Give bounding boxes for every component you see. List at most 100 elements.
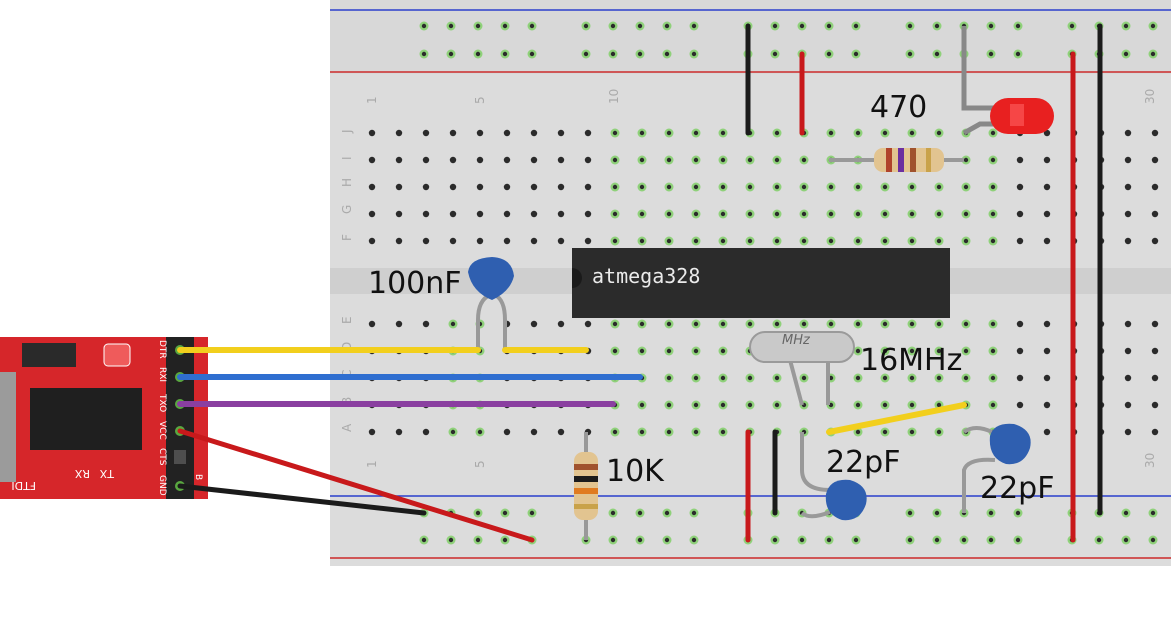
breadboard-hole[interactable] <box>1043 183 1051 191</box>
capacitor-22pf-b[interactable] <box>962 423 1031 513</box>
breadboard-hole[interactable] <box>557 428 565 436</box>
breadboard-hole[interactable] <box>1043 156 1051 164</box>
breadboard-hole[interactable] <box>1043 374 1051 382</box>
black-gnd-wire[interactable] <box>177 483 427 516</box>
breadboard-hole[interactable] <box>1124 210 1132 218</box>
breadboard-hole[interactable] <box>1124 129 1132 137</box>
breadboard-hole[interactable] <box>368 129 376 137</box>
breadboard-hole[interactable] <box>1124 156 1132 164</box>
breadboard-hole[interactable] <box>557 320 565 328</box>
breadboard-hole[interactable] <box>1151 374 1159 382</box>
breadboard-hole[interactable] <box>530 237 538 245</box>
ftdi-board[interactable]: DTR RXI TXO VCC CTS GND B FTDI TX RX <box>0 337 208 499</box>
breadboard-hole[interactable] <box>1124 401 1132 409</box>
breadboard-hole[interactable] <box>1124 183 1132 191</box>
breadboard-hole[interactable] <box>422 237 430 245</box>
breadboard-hole[interactable] <box>476 210 484 218</box>
breadboard-hole[interactable] <box>1124 374 1132 382</box>
breadboard-hole[interactable] <box>395 129 403 137</box>
breadboard-hole[interactable] <box>503 210 511 218</box>
breadboard-hole[interactable] <box>503 129 511 137</box>
breadboard-hole[interactable] <box>530 428 538 436</box>
breadboard-hole[interactable] <box>530 320 538 328</box>
breadboard-hole[interactable] <box>368 320 376 328</box>
breadboard-hole[interactable] <box>584 210 592 218</box>
yellow-crystal-wire[interactable] <box>826 402 967 435</box>
breadboard-hole[interactable] <box>422 320 430 328</box>
breadboard-hole[interactable] <box>1016 374 1024 382</box>
breadboard-hole[interactable] <box>368 210 376 218</box>
breadboard-hole[interactable] <box>503 428 511 436</box>
breadboard-hole[interactable] <box>530 156 538 164</box>
breadboard-hole[interactable] <box>1016 237 1024 245</box>
breadboard-hole[interactable] <box>1124 347 1132 355</box>
breadboard-hole[interactable] <box>1016 183 1024 191</box>
breadboard-hole[interactable] <box>557 237 565 245</box>
breadboard-hole[interactable] <box>1151 129 1159 137</box>
breadboard-hole[interactable] <box>1151 237 1159 245</box>
breadboard-hole[interactable] <box>476 183 484 191</box>
breadboard-hole[interactable] <box>368 183 376 191</box>
breadboard-hole[interactable] <box>1043 401 1051 409</box>
breadboard-hole[interactable] <box>503 237 511 245</box>
breadboard-hole[interactable] <box>476 156 484 164</box>
breadboard-hole[interactable] <box>395 156 403 164</box>
breadboard-hole[interactable] <box>476 237 484 245</box>
breadboard-hole[interactable] <box>1151 347 1159 355</box>
breadboard-hole[interactable] <box>1043 428 1051 436</box>
breadboard-hole[interactable] <box>584 156 592 164</box>
breadboard-hole[interactable] <box>1151 320 1159 328</box>
breadboard-hole[interactable] <box>422 129 430 137</box>
breadboard-hole[interactable] <box>395 320 403 328</box>
breadboard-hole[interactable] <box>557 156 565 164</box>
breadboard-hole[interactable] <box>395 210 403 218</box>
breadboard-hole[interactable] <box>1151 156 1159 164</box>
breadboard-hole[interactable] <box>557 210 565 218</box>
breadboard-hole[interactable] <box>1016 347 1024 355</box>
breadboard-hole[interactable] <box>530 183 538 191</box>
breadboard-hole[interactable] <box>1124 428 1132 436</box>
breadboard-hole[interactable] <box>449 129 457 137</box>
breadboard-hole[interactable] <box>395 428 403 436</box>
breadboard-hole[interactable] <box>1124 237 1132 245</box>
atmega-chip[interactable]: atmega328 <box>572 248 950 318</box>
breadboard-hole[interactable] <box>503 183 511 191</box>
capacitor-22pf-a[interactable] <box>800 432 867 521</box>
breadboard-hole[interactable] <box>584 320 592 328</box>
capacitor-100nf[interactable] <box>468 257 514 350</box>
crystal-16mhz[interactable]: MHz <box>749 331 855 406</box>
breadboard-hole[interactable] <box>449 237 457 245</box>
breadboard-hole[interactable] <box>1151 210 1159 218</box>
breadboard-hole[interactable] <box>449 183 457 191</box>
breadboard-hole[interactable] <box>557 183 565 191</box>
breadboard-hole[interactable] <box>584 237 592 245</box>
resistor-470[interactable] <box>829 148 964 172</box>
breadboard-hole[interactable] <box>422 428 430 436</box>
breadboard-hole[interactable] <box>1016 401 1024 409</box>
breadboard-hole[interactable] <box>449 210 457 218</box>
breadboard-hole[interactable] <box>1151 428 1159 436</box>
red-vcc-wire[interactable] <box>177 428 535 543</box>
breadboard-hole[interactable] <box>530 210 538 218</box>
breadboard-hole[interactable] <box>368 156 376 164</box>
breadboard-hole[interactable] <box>1016 320 1024 328</box>
resistor-10k[interactable] <box>574 432 598 540</box>
breadboard-hole[interactable] <box>368 428 376 436</box>
breadboard-hole[interactable] <box>368 237 376 245</box>
led[interactable] <box>961 26 1054 136</box>
breadboard-hole[interactable] <box>395 237 403 245</box>
breadboard-hole[interactable] <box>1151 401 1159 409</box>
breadboard-hole[interactable] <box>1016 210 1024 218</box>
breadboard-hole[interactable] <box>530 129 538 137</box>
breadboard-hole[interactable] <box>1043 129 1051 137</box>
breadboard-hole[interactable] <box>1043 210 1051 218</box>
breadboard-hole[interactable] <box>422 156 430 164</box>
breadboard-hole[interactable] <box>1043 237 1051 245</box>
breadboard-hole[interactable] <box>422 210 430 218</box>
breadboard-hole[interactable] <box>449 156 457 164</box>
breadboard-hole[interactable] <box>395 183 403 191</box>
breadboard-hole[interactable] <box>503 156 511 164</box>
breadboard-hole[interactable] <box>476 129 484 137</box>
breadboard-hole[interactable] <box>422 183 430 191</box>
breadboard-hole[interactable] <box>584 129 592 137</box>
